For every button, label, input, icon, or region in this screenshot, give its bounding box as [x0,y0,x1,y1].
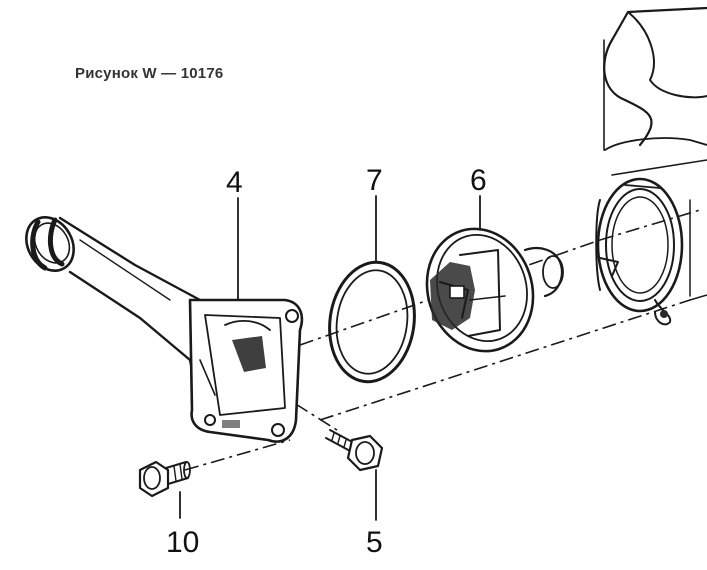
leader-lines [179,195,481,521]
bolt-5 [325,429,384,472]
water-outlet-housing [25,216,304,443]
upper-center-axis-extension [599,209,701,241]
thermostat [425,227,564,353]
callout-4: 4 [226,166,243,199]
engine-block [603,6,707,301]
callout-7: 7 [366,164,383,197]
bolt-10-axis [184,439,291,471]
gasket [328,260,416,384]
lower-center-axis [319,299,691,421]
callout-10: 10 [166,526,199,559]
thermostat-seat-housing [595,177,684,326]
callout-6: 6 [470,164,487,197]
figure-title: Рисунок W — 10176 [75,65,224,82]
bolt-5-axis [249,374,341,433]
bolt-10 [138,460,191,498]
callout-5: 5 [366,526,383,559]
